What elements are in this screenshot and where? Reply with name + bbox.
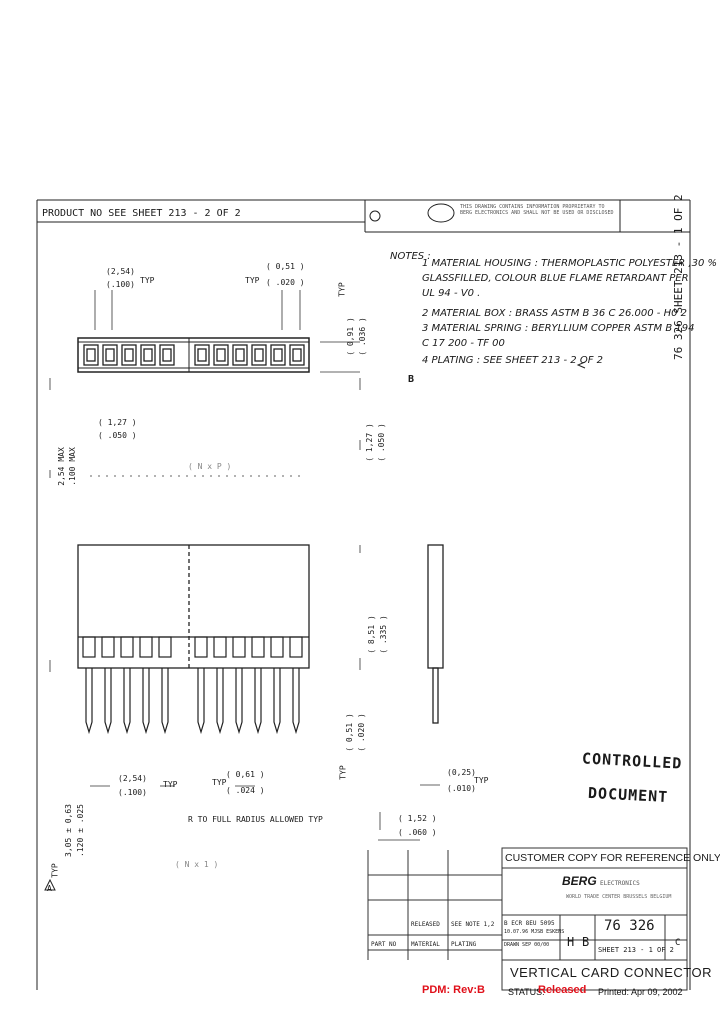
dim-036: ( .036 ) bbox=[357, 317, 367, 356]
dim-small-050: ( .050 ) bbox=[98, 431, 137, 440]
sheet-number: SHEET 213 - 1 OF 2 bbox=[598, 946, 674, 954]
note-line-3: UL 94 - V0 . bbox=[422, 288, 481, 299]
released-col: RELEASED bbox=[411, 921, 440, 928]
dim-typ-8: TYP bbox=[50, 863, 60, 878]
dim-024: ( .024 ) bbox=[226, 786, 265, 795]
dim-127: ( 1,27 ) bbox=[364, 423, 374, 462]
material-col: MATERIAL bbox=[411, 941, 440, 948]
printed-date: Printed: Apr 09, 2002 bbox=[598, 987, 683, 997]
dim-typ-5: TYP bbox=[163, 780, 178, 789]
dim-n-x-p: ( N x P ) bbox=[188, 462, 232, 471]
dim-051b: ( 0,51 ) bbox=[344, 713, 354, 752]
dim-max-mm: 2,54 MAX bbox=[56, 447, 66, 486]
dim-100b: (.100) bbox=[118, 788, 147, 797]
status-label: STATUS: bbox=[508, 987, 545, 997]
drawing-title: VERTICAL CARD CONNECTOR bbox=[510, 965, 712, 980]
dim-typ-6: TYP bbox=[212, 778, 227, 787]
dim-020b: ( .020 ) bbox=[356, 713, 366, 752]
dim-max-in: .100 MAX bbox=[67, 447, 77, 486]
notes-title: NOTES : bbox=[390, 251, 431, 262]
dim-typ-7: TYP bbox=[474, 776, 489, 785]
dim-305: 3,05 ± 0,63 bbox=[63, 804, 73, 857]
dim-091: ( 0,91 ) bbox=[345, 317, 355, 356]
dim-060: ( .060 ) bbox=[398, 828, 437, 837]
note-line-6: C 17 200 - TF 00 bbox=[422, 338, 505, 349]
customer-copy-banner: CUSTOMER COPY FOR REFERENCE ONLY bbox=[505, 852, 720, 864]
dim-254b: (2,54) bbox=[118, 774, 147, 783]
rev-text-1: B ECR 8EU 5095 bbox=[504, 920, 555, 927]
dim-050: ( .050 ) bbox=[376, 423, 386, 462]
rev-text-2: 10.07.96 MJSB ESKENS bbox=[504, 929, 565, 935]
pdm-revision: PDM: Rev:B bbox=[422, 984, 485, 996]
note-line-4: 2 MATERIAL BOX : BRASS ASTM B 36 C 26.00… bbox=[422, 308, 687, 319]
plating-col: PLATING bbox=[451, 941, 477, 948]
dim-051: ( 0,51 ) bbox=[266, 262, 305, 271]
dim-120: .120 ± .025 bbox=[75, 804, 85, 857]
dim-010: (.010) bbox=[447, 784, 476, 793]
dim-152: ( 1,52 ) bbox=[398, 814, 437, 823]
letter-b: B bbox=[582, 935, 590, 949]
dim-typ-2: TYP bbox=[245, 276, 260, 285]
dim-335: ( .335 ) bbox=[378, 615, 388, 654]
note-line-5: 3 MATERIAL SPRING : BERYLLIUM COPPER AST… bbox=[422, 323, 695, 334]
note-line-7: 4 PLATING : SEE SHEET 213 - 2 OF 2 bbox=[422, 355, 603, 366]
product-number-label: PRODUCT NO SEE SHEET 213 - 2 OF 2 bbox=[42, 208, 241, 219]
dim-typ-4: TYP bbox=[338, 765, 348, 780]
rev-mark-b: B bbox=[408, 374, 415, 385]
dim-typ-3: TYP bbox=[337, 282, 347, 297]
dim-pitch-in: (.100) bbox=[106, 280, 135, 289]
dim-851: ( 8,51 ) bbox=[366, 615, 376, 654]
status-value: Released bbox=[538, 984, 587, 996]
part-col: PART NO bbox=[371, 941, 397, 948]
berg-sub: ELECTRONICS bbox=[600, 880, 640, 887]
proprietary-notice: THIS DRAWING CONTAINS INFORMATION PROPRI… bbox=[460, 204, 614, 216]
dim-020: ( .020 ) bbox=[266, 278, 305, 287]
dim-pitch-mm: (2,54) bbox=[106, 267, 135, 276]
sheet-side-label: 76 326 SHEET 213 - 1 OF 2 bbox=[672, 194, 685, 360]
dim-025: (0,25) bbox=[447, 768, 476, 777]
rev-mark-a: A bbox=[47, 884, 52, 893]
rev-letter: C bbox=[675, 938, 681, 948]
dim-061: ( 0,61 ) bbox=[226, 770, 265, 779]
part-number: 76 326 bbox=[604, 918, 655, 934]
radius-note: R TO FULL RADIUS ALLOWED TYP bbox=[188, 815, 323, 824]
berg-address: WORLD TRADE CENTER BRUSSELS BELGIUM bbox=[566, 894, 672, 900]
dim-n-x-1: ( N x 1 ) bbox=[175, 860, 219, 869]
letter-h: H bbox=[567, 935, 575, 949]
dim-small-127: ( 1,27 ) bbox=[98, 418, 137, 427]
note-line-2: GLASSFILLED, COLOUR BLUE FLAME RETARDANT… bbox=[422, 273, 689, 284]
rev-text-3: DRAWN SEP 00/00 bbox=[504, 942, 550, 948]
dim-typ-1: TYP bbox=[140, 276, 155, 285]
note-line-1: 1 MATERIAL HOUSING : THERMOPLASTIC POLYE… bbox=[422, 258, 717, 269]
see-note-a: SEE NOTE 1,2 bbox=[451, 921, 495, 928]
berg-logo: BERG bbox=[562, 874, 597, 888]
